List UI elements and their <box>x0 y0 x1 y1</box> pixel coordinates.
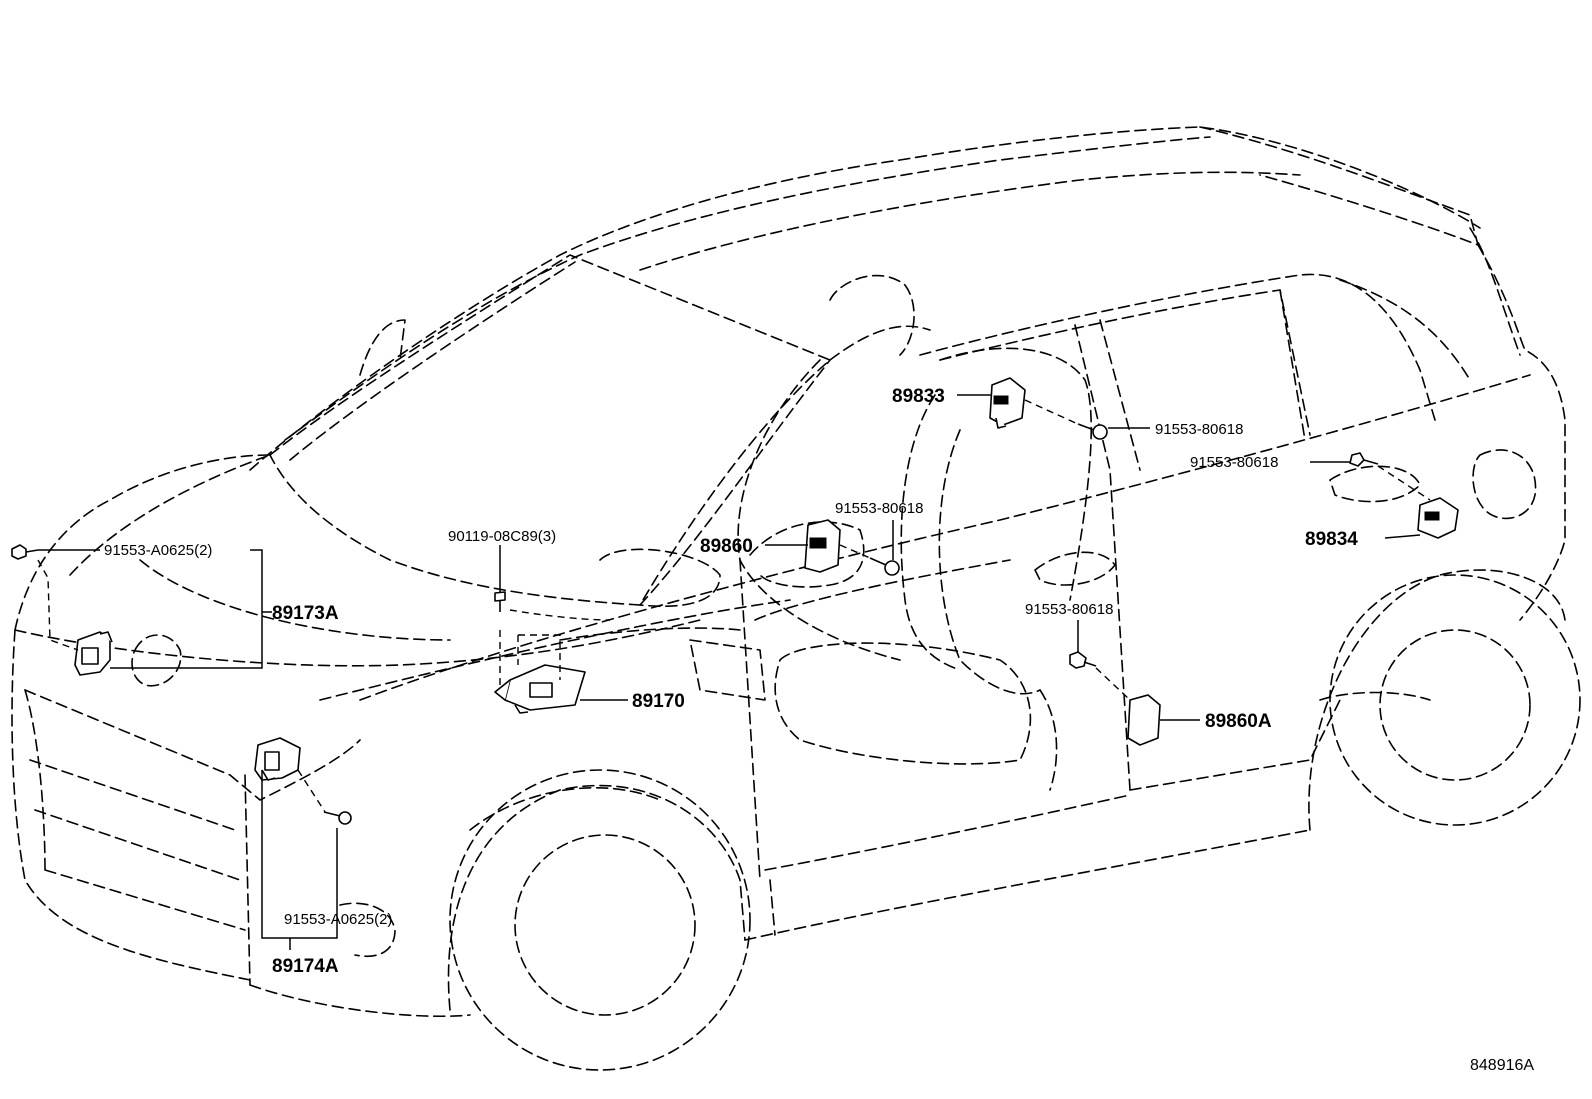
label-89860: 89860 <box>700 536 753 557</box>
side-airbag-sensor-front <box>804 519 841 573</box>
label-89170: 89170 <box>632 691 685 712</box>
label-89833: 89833 <box>892 386 945 407</box>
label-89173a: 89173A <box>272 603 339 624</box>
label-91553-a0625-bottom: 91553-A0625(2) <box>284 911 392 928</box>
bolt-icon-80618-sill <box>1069 651 1097 669</box>
front-airbag-sensor-rh <box>254 737 301 781</box>
bolt-icon-a0625-top <box>11 544 39 560</box>
bolt-icon-80618-front-door <box>869 557 900 576</box>
label-89174a: 89174A <box>272 956 339 977</box>
diagram-reference-code: 848916A <box>1470 1057 1534 1074</box>
front-airbag-sensor-lh <box>74 631 113 676</box>
bolt-icon-80618-rear <box>1349 452 1379 467</box>
label-91553-80618-front-door: 91553-80618 <box>835 500 923 517</box>
label-89860a: 89860A <box>1205 711 1272 732</box>
bolt-icon-a0625-bottom <box>323 811 352 825</box>
label-91553-80618-pillar: 91553-80618 <box>1155 421 1243 438</box>
label-90119-08c89: 90119-08C89(3) <box>448 528 556 545</box>
label-91553-a0625-top: 91553-A0625(2) <box>104 542 212 559</box>
leader-lines <box>37 394 1431 950</box>
label-91553-80618-rear: 91553-80618 <box>1190 454 1278 471</box>
curtain-airbag-sensor-pillar <box>989 377 1026 429</box>
label-89834: 89834 <box>1305 529 1358 550</box>
side-airbag-sensor-sill <box>1127 694 1161 746</box>
label-91553-80618-sill: 91553-80618 <box>1025 601 1113 618</box>
airbag-ecu <box>494 664 586 714</box>
part-labels: 91553-A0625(2) 89173A 90119-08C89(3) 891… <box>104 386 1534 1074</box>
curtain-airbag-sensor-rear <box>1417 497 1459 539</box>
bolt-icon-80618-pillar <box>1077 423 1108 440</box>
vehicle-outline <box>11 126 1581 1071</box>
screw-icon-08c89 <box>494 591 506 612</box>
